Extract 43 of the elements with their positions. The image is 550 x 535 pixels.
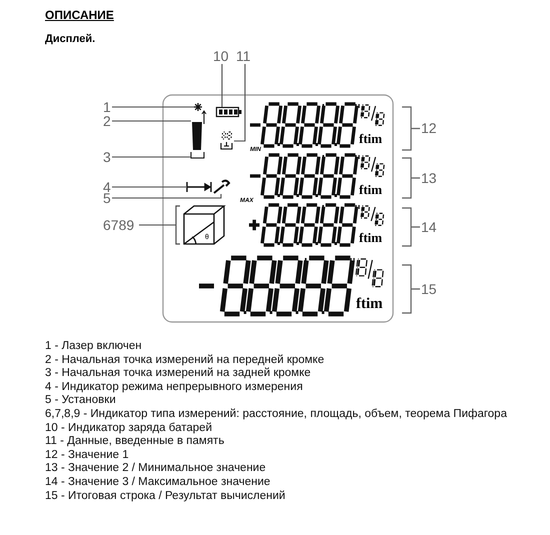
description-line: 3 - Начальная точка измерений на задней кромке	[45, 367, 312, 381]
unit-label: ftim	[359, 182, 382, 198]
leader-line	[221, 64, 223, 107]
description-line: 15 - Итоговая строка / Результат вычислений	[45, 490, 286, 504]
description-line: 11 - Данные, введенные в память	[45, 435, 226, 449]
leader-line	[139, 224, 176, 226]
leader-line	[112, 186, 187, 188]
description-line: 6,7,8,9 - Индикатор типа измерений: расстояние, площадь, объем, теорема Пифагора	[45, 408, 508, 422]
cube-icon	[175, 205, 225, 245]
callout-number: 10	[213, 48, 229, 64]
leader-line	[112, 194, 222, 199]
description-line: 4 - Индикатор режима непрерывного измерения	[45, 380, 304, 394]
callout-number: 11	[236, 48, 251, 64]
section-heading: Дисплей.	[45, 33, 96, 45]
callout-number: 15	[421, 281, 437, 297]
wrench-icon	[213, 180, 230, 194]
description-line: 14 - Значение 3 / Максимальное значение	[45, 476, 272, 490]
battery-icon	[216, 106, 242, 118]
leader-line	[112, 120, 191, 122]
description-line: 13 - Значение 2 / Минимальное значение	[45, 462, 267, 476]
unit-label: ftim	[359, 131, 382, 147]
description-line: 1 - Лазер включен	[45, 340, 143, 354]
callout-number: 6789	[103, 217, 134, 233]
page-title: ОПИСАНИЕ	[45, 8, 114, 22]
device-outline-icon	[190, 110, 206, 158]
callout-number: 14	[421, 219, 437, 235]
unit-label: ftim	[359, 230, 382, 246]
leader-line	[112, 106, 194, 108]
description-line: 2 - Начальная точка измерений на передней кромке	[45, 354, 326, 368]
callout-number: 13	[421, 170, 437, 186]
unit-label: ftim	[356, 296, 383, 313]
description-line: 10 - Индикатор заряда батарей	[45, 422, 213, 436]
leader-line	[234, 64, 246, 142]
callout-number: 1	[103, 99, 111, 115]
callout-number: 2	[103, 113, 111, 129]
callout-number: 3	[103, 149, 111, 165]
description-line: 12 - Значение 1	[45, 448, 130, 462]
callout-number: 12	[421, 120, 437, 136]
description-line: 5 - Установки	[45, 394, 117, 408]
memory-icon	[220, 132, 233, 150]
interval-arrow-icon	[186, 181, 212, 193]
leader-line	[112, 156, 191, 158]
star-icon	[193, 102, 203, 112]
